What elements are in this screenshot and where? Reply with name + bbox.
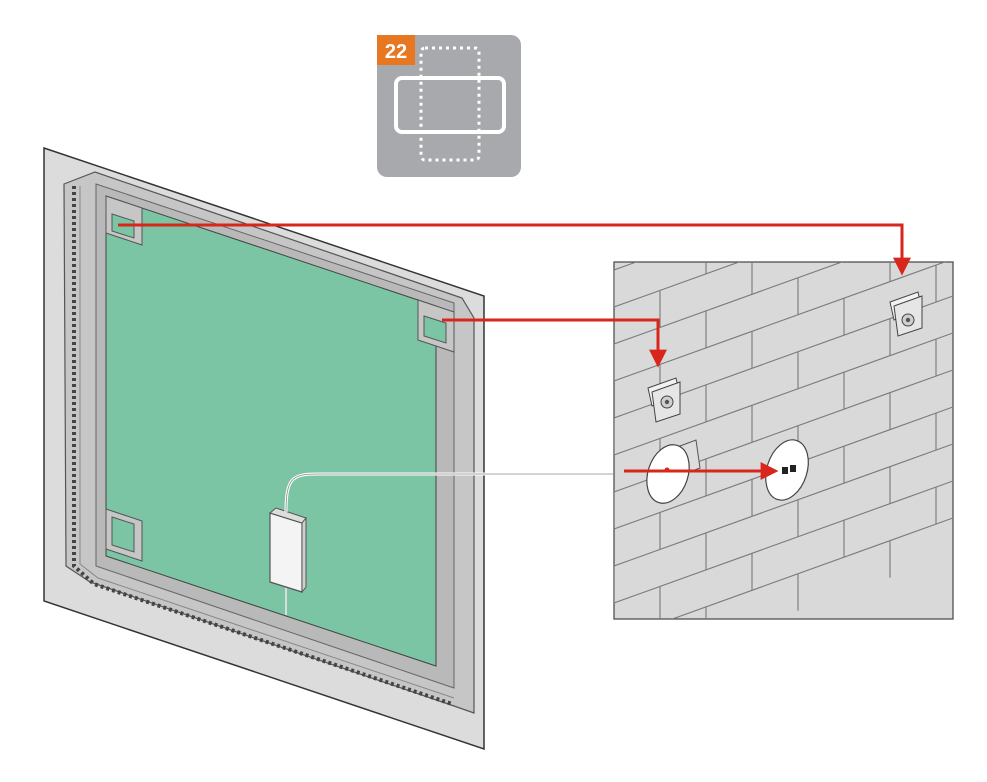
mirror-back-view [43,146,613,751]
mounting-arrows [118,223,911,480]
brick-wall [613,261,954,620]
wall-hook-right [889,291,923,337]
orientation-landscape-portrait-icon [394,46,506,162]
step-number-box [377,35,415,65]
step-badge: 22 [377,35,521,177]
mirror-back-panel [105,195,437,667]
led-driver-box [268,507,307,615]
arrow-top-right-to-left-hook [442,318,667,368]
wall-hook-left [647,377,681,423]
led-strip [72,186,453,706]
arrow-top-left-to-right-hook [118,223,911,276]
cable-cover-disc [646,439,701,504]
badge-panel [377,35,521,177]
step-number: 22 [385,41,407,63]
